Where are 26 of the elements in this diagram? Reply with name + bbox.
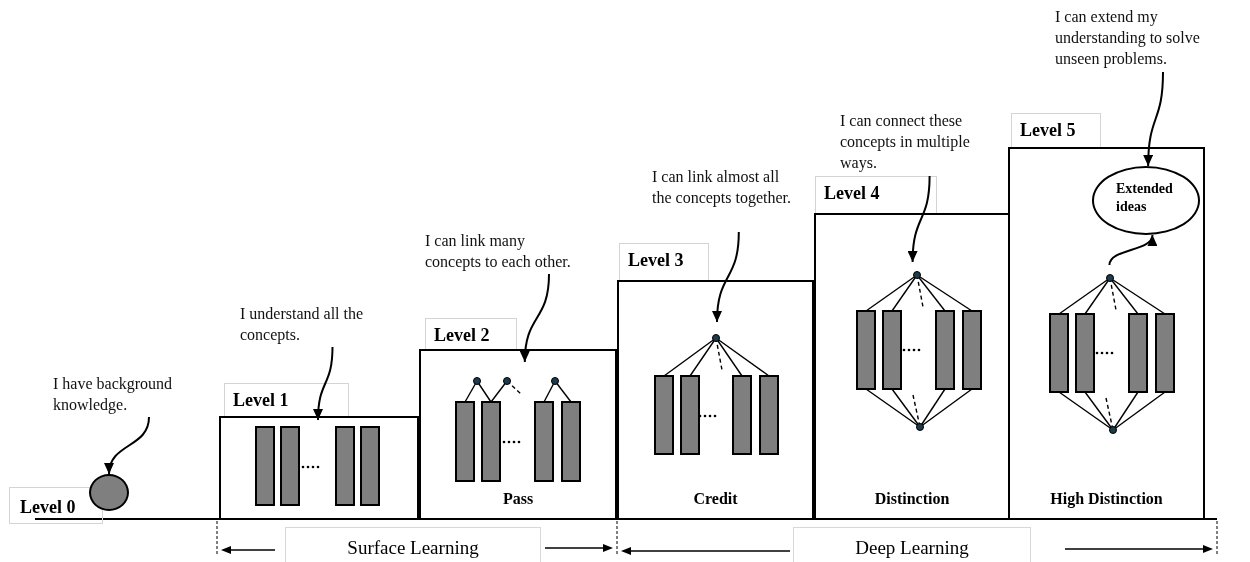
callout-text: I can connect these concepts in multiple ways. — [840, 110, 1000, 176]
grade-label: Credit — [692, 490, 739, 508]
curved-arrow — [1143, 71, 1164, 167]
callout-text: I have background knowledge. — [53, 373, 203, 417]
curved-arrow — [1108, 234, 1155, 266]
level-tab: Level 5 — [1011, 113, 1101, 147]
grade-label: High Distinction — [1049, 490, 1164, 508]
level-tab: Level 3 — [619, 243, 709, 280]
level-tab: Level 2 — [425, 318, 517, 349]
grade-label: Distinction — [873, 490, 951, 508]
level-tab: Level 4 — [815, 176, 937, 213]
idea-ellipse: Extended ideas — [1092, 166, 1200, 235]
phase-label: Surface Learning — [285, 527, 541, 562]
callout-text: I understand all the concepts. — [240, 303, 365, 347]
curved-arrow — [313, 346, 334, 421]
grade-label: Pass — [501, 490, 535, 508]
curved-arrow — [105, 416, 150, 475]
knowledge-circle — [89, 474, 129, 511]
curved-arrow — [520, 273, 550, 363]
phase-label: Deep Learning — [793, 527, 1031, 562]
callout-text: I can link many concepts to each other. — [425, 230, 580, 274]
callout-text: I can link almost all the concepts together. — [652, 166, 792, 232]
curved-arrow — [712, 231, 740, 323]
callout-text: I can extend my understanding to solve unseen problems. — [1055, 6, 1235, 72]
level-tab: Level 1 — [224, 383, 349, 416]
curved-arrow — [907, 175, 931, 263]
